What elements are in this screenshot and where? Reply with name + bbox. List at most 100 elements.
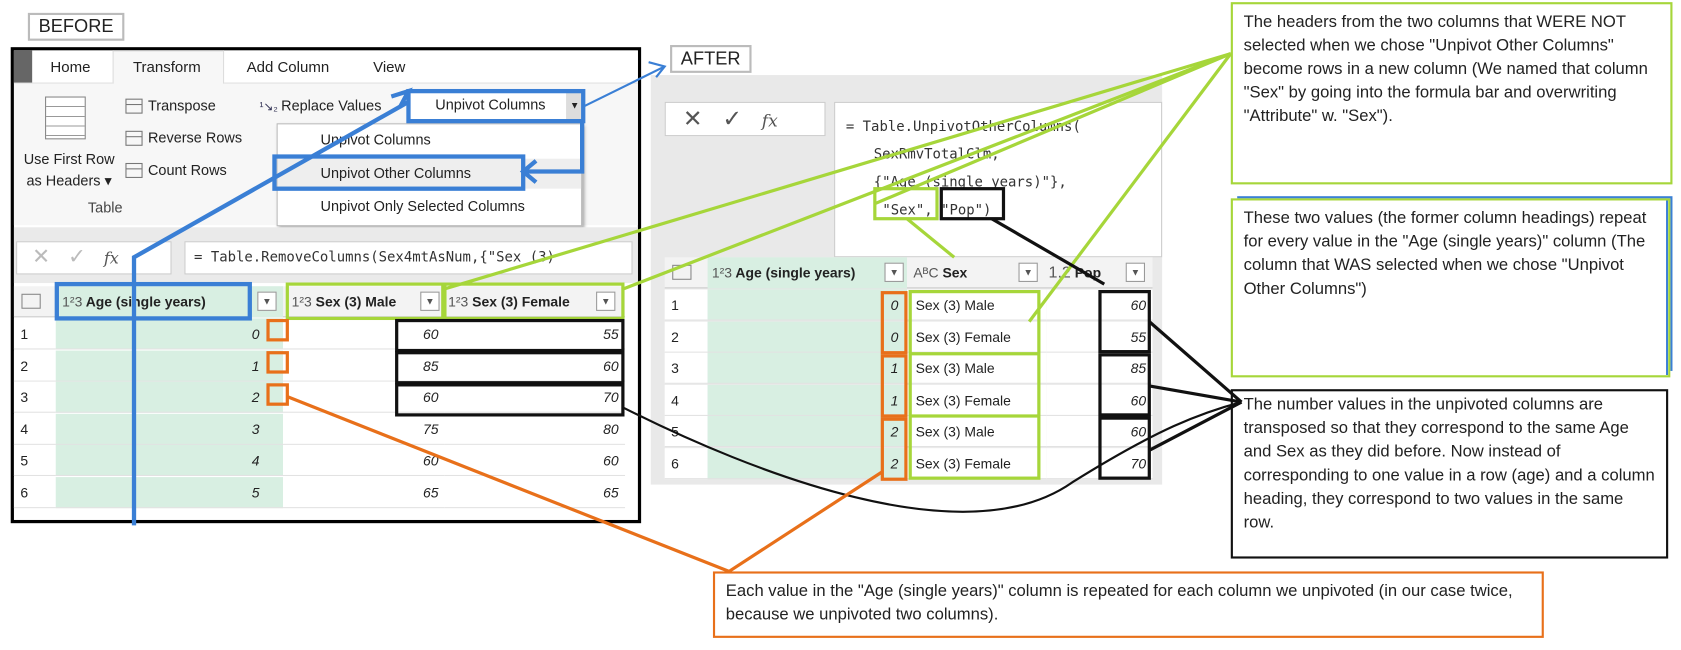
age-cell[interactable]: 0 — [55, 318, 284, 350]
before-label: BEFORE — [27, 12, 125, 41]
age-cell[interactable]: 2 — [55, 381, 284, 413]
row-number: 1 — [664, 289, 708, 321]
col-female-header[interactable]: 1²3 Sex (3) Female — [448, 286, 570, 317]
chevron-down-icon[interactable]: ▼ — [566, 91, 584, 120]
col-label: Sex (3) Female — [472, 293, 570, 310]
table-icon — [45, 96, 86, 140]
female-cell[interactable]: 70 — [444, 381, 626, 413]
male-cell[interactable]: 65 — [283, 476, 445, 508]
row-number: 4 — [664, 384, 708, 416]
male-cell[interactable]: 85 — [283, 350, 445, 382]
formula-input[interactable]: = Table.UnpivotOtherColumns( SexRmvTotal… — [834, 101, 1163, 258]
formula-line: {"Age (single years)"}, — [873, 174, 1067, 191]
count-rows-button[interactable]: Count Rows — [125, 162, 227, 179]
filter-dropdown-icon[interactable]: ▼ — [257, 291, 277, 311]
table-group-label: Table — [87, 199, 123, 216]
sex-cell[interactable]: Sex (3) Female — [906, 321, 1047, 353]
reverse-rows-button[interactable]: Reverse Rows — [125, 130, 242, 147]
fx-icon: fx — [103, 248, 119, 269]
check-icon[interactable]: ✓ — [722, 105, 743, 132]
col-label: Sex — [942, 264, 968, 281]
tab-home[interactable]: Home — [50, 57, 91, 76]
transpose-icon — [125, 99, 143, 115]
formula-controls: ✕ ✓ fx — [16, 241, 172, 275]
filter-dropdown-icon[interactable]: ▼ — [1018, 262, 1038, 282]
number-type-icon: 1²3 — [62, 293, 83, 310]
sex-cell[interactable]: Sex (3) Male — [906, 352, 1047, 384]
menu-unpivot-other-columns[interactable]: Unpivot Other Columns — [320, 165, 471, 182]
row-number: 5 — [13, 444, 56, 477]
reverse-rows-icon — [125, 131, 143, 147]
number-type-icon: 1²3 — [291, 293, 312, 310]
row-number: 2 — [13, 350, 56, 382]
col-male-header[interactable]: 1²3 Sex (3) Male — [292, 286, 397, 317]
filter-dropdown-icon[interactable]: ▼ — [596, 291, 616, 311]
age-cell[interactable]: 1 — [55, 350, 284, 382]
row-number: 6 — [664, 447, 708, 479]
row-number: 6 — [13, 476, 56, 508]
female-cell[interactable]: 60 — [444, 350, 626, 382]
unpivot-columns-button[interactable]: Unpivot Columns ▼ — [409, 91, 584, 122]
female-cell[interactable]: 55 — [444, 318, 626, 350]
age-cell[interactable]: 1 — [707, 352, 907, 384]
tab-transform[interactable]: Transform — [132, 57, 201, 76]
col-label: Age (single years) — [735, 264, 856, 281]
age-cell[interactable]: 0 — [707, 289, 907, 321]
male-cell[interactable]: 60 — [283, 381, 445, 413]
female-cell[interactable]: 80 — [444, 413, 626, 445]
male-cell[interactable]: 75 — [283, 413, 445, 445]
age-cell[interactable]: 2 — [707, 415, 907, 448]
after-label: AFTER — [670, 45, 752, 73]
green-callouts — [285, 52, 1233, 480]
black-callouts — [395, 187, 1243, 513]
unpivot-label: Unpivot Columns — [435, 96, 546, 113]
col-age-header[interactable]: 1²3 Age (single years) — [62, 286, 206, 317]
tab-view[interactable]: View — [373, 57, 406, 76]
replace-values-label: Replace Values — [281, 97, 382, 114]
formula-pop-arg: "Pop") — [941, 202, 992, 219]
formula-controls: ✕ ✓ fx — [664, 101, 826, 137]
formula-input[interactable]: = Table.RemoveColumns(Sex4mtAsNum,{"Sex … — [184, 241, 633, 275]
replace-values-button[interactable]: ¹↘₂ Replace Values — [259, 98, 381, 114]
cancel-icon[interactable]: ✕ — [32, 245, 51, 270]
orange-callouts — [266, 291, 908, 573]
age-cell[interactable]: 4 — [55, 444, 284, 477]
table-menu-icon[interactable] — [21, 293, 41, 309]
age-cell[interactable]: 3 — [55, 413, 284, 445]
filter-dropdown-icon[interactable]: ▼ — [1125, 262, 1146, 282]
filter-dropdown-icon[interactable]: ▼ — [420, 291, 440, 311]
text-type-icon: AᴮC — [913, 264, 939, 281]
row-number: 1 — [13, 318, 56, 350]
check-icon[interactable]: ✓ — [68, 245, 86, 270]
note-numbers: The number values in the unpivoted colum… — [1230, 389, 1669, 559]
number-type-icon: 1²3 — [448, 293, 469, 310]
sex-cell[interactable]: Sex (3) Male — [906, 415, 1047, 448]
col-sex-header[interactable]: AᴮC Sex — [913, 257, 967, 288]
male-cell[interactable]: 60 — [283, 318, 445, 350]
cancel-icon[interactable]: ✕ — [682, 105, 703, 132]
fx-icon: fx — [761, 110, 778, 131]
menu-unpivot-only-selected[interactable]: Unpivot Only Selected Columns — [320, 198, 525, 215]
age-cell[interactable]: 2 — [707, 447, 907, 479]
note-age: Each value in the "Age (single years)" c… — [712, 571, 1544, 638]
sex-cell[interactable]: Sex (3) Male — [906, 289, 1047, 321]
age-cell[interactable]: 0 — [707, 321, 907, 353]
as-headers-label: as Headers — [26, 172, 101, 189]
col-age-header[interactable]: 1²3 Age (single years) — [712, 257, 856, 288]
formula-sex-arg: "Sex", — [882, 202, 933, 219]
note-headers: The headers from the two columns that WE… — [1230, 2, 1673, 185]
age-cell[interactable]: 1 — [707, 384, 907, 416]
filter-dropdown-icon[interactable]: ▼ — [884, 262, 904, 282]
row-number: 4 — [13, 413, 56, 445]
blue-callouts — [54, 87, 586, 526]
female-cell[interactable]: 65 — [444, 476, 626, 508]
age-cell[interactable]: 5 — [55, 476, 284, 508]
tab-add-column[interactable]: Add Column — [246, 57, 330, 76]
transpose-label: Transpose — [147, 97, 216, 114]
ribbon-tabs — [13, 50, 638, 85]
transpose-button[interactable]: Transpose — [125, 97, 216, 115]
note-values: These two values (the former column head… — [1230, 198, 1671, 378]
use-first-row-label: Use First Row — [23, 151, 115, 168]
